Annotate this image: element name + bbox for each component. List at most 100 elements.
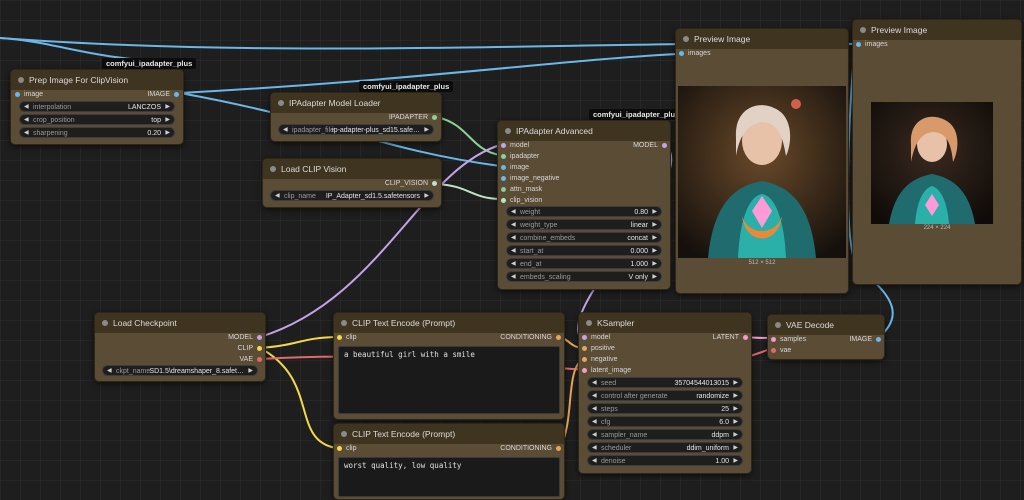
- arrow-left-icon[interactable]: ◀: [511, 222, 516, 228]
- widget-end-at[interactable]: ◀ end_at 1.000 ▶: [506, 258, 662, 269]
- widget-control-after-generate[interactable]: ◀ control after generate randomize ▶: [587, 390, 743, 401]
- preview-image[interactable]: [678, 86, 846, 258]
- widget-start-at[interactable]: ◀ start_at 0.000 ▶: [506, 245, 662, 256]
- widget-ckpt-name[interactable]: ◀ ckpt_name SD1.5\dreamshaper_8.safet… ▶: [102, 365, 258, 376]
- input-vae[interactable]: vae: [771, 345, 791, 356]
- arrow-right-icon[interactable]: ▶: [165, 117, 170, 123]
- arrow-left-icon[interactable]: ◀: [592, 445, 597, 451]
- input-positive[interactable]: positive: [582, 343, 615, 354]
- input-image-negative[interactable]: image_negative: [501, 173, 559, 184]
- arrow-right-icon[interactable]: ▶: [733, 419, 738, 425]
- arrow-right-icon[interactable]: ▶: [652, 261, 657, 267]
- arrow-left-icon[interactable]: ◀: [24, 104, 29, 110]
- node-title[interactable]: Preview Image: [676, 29, 848, 49]
- node-title[interactable]: IPAdapter Model Loader: [271, 93, 441, 113]
- output-model[interactable]: MODEL: [633, 140, 667, 151]
- widget-ipadapter-file[interactable]: ◀ ipadapter_file ip-adapter-plus_sd15.sa…: [278, 124, 434, 135]
- input-image[interactable]: image: [501, 162, 529, 173]
- output-latent[interactable]: LATENT: [713, 332, 749, 343]
- output-image[interactable]: IMAGE: [849, 334, 881, 345]
- arrow-right-icon[interactable]: ▶: [733, 380, 738, 386]
- widget-cfg[interactable]: ◀ cfg 6.0 ▶: [587, 416, 743, 427]
- input-images[interactable]: images: [856, 39, 888, 50]
- arrow-right-icon[interactable]: ▶: [652, 248, 657, 254]
- node-title[interactable]: Load CLIP Vision: [263, 159, 441, 179]
- input-model[interactable]: model: [582, 332, 610, 343]
- widget-combine-embeds[interactable]: ◀ combine_embeds concat ▶: [506, 232, 662, 243]
- widget-scheduler[interactable]: ◀ scheduler ddim_uniform ▶: [587, 442, 743, 453]
- node-ksampler[interactable]: KSampler model LATENT positive negative …: [578, 312, 752, 474]
- arrow-left-icon[interactable]: ◀: [511, 209, 516, 215]
- node-title[interactable]: IPAdapter Advanced: [498, 121, 670, 141]
- input-clip[interactable]: clip: [337, 443, 357, 454]
- input-attn-mask[interactable]: attn_mask: [501, 184, 542, 195]
- node-preview-image-1[interactable]: Preview Image images 512 × 512: [675, 28, 849, 294]
- arrow-left-icon[interactable]: ◀: [592, 458, 597, 464]
- input-negative[interactable]: negative: [582, 354, 617, 365]
- arrow-right-icon[interactable]: ▶: [733, 406, 738, 412]
- input-samples[interactable]: samples: [771, 334, 806, 345]
- arrow-right-icon[interactable]: ▶: [652, 274, 657, 280]
- widget-steps[interactable]: ◀ steps 25 ▶: [587, 403, 743, 414]
- node-title[interactable]: Preview Image: [853, 20, 1021, 40]
- input-clip-vision[interactable]: clip_vision: [501, 195, 542, 206]
- widget-seed[interactable]: ◀ seed 35704544013015 ▶: [587, 377, 743, 388]
- arrow-left-icon[interactable]: ◀: [283, 127, 288, 133]
- widget-interpolation[interactable]: ◀ interpolation LANCZOS ▶: [19, 101, 175, 112]
- arrow-left-icon[interactable]: ◀: [592, 380, 597, 386]
- widget-denoise[interactable]: ◀ denoise 1.00 ▶: [587, 455, 743, 466]
- output-conditioning[interactable]: CONDITIONING: [500, 332, 561, 343]
- input-images[interactable]: images: [679, 48, 711, 59]
- arrow-right-icon[interactable]: ▶: [424, 193, 429, 199]
- node-title[interactable]: CLIP Text Encode (Prompt): [334, 424, 564, 444]
- node-prep-image[interactable]: Prep Image For ClipVision image IMAGE ◀ …: [10, 69, 184, 145]
- prompt-textarea[interactable]: worst quality, low quality: [338, 457, 560, 497]
- arrow-right-icon[interactable]: ▶: [652, 235, 657, 241]
- input-image[interactable]: image: [15, 89, 43, 100]
- prompt-textarea[interactable]: a beautiful girl with a smile: [338, 346, 560, 414]
- arrow-left-icon[interactable]: ◀: [511, 235, 516, 241]
- node-load-checkpoint[interactable]: Load Checkpoint MODEL CLIP VAE ◀ ckpt_na…: [94, 312, 266, 382]
- arrow-left-icon[interactable]: ◀: [511, 274, 516, 280]
- arrow-right-icon[interactable]: ▶: [652, 209, 657, 215]
- arrow-right-icon[interactable]: ▶: [733, 393, 738, 399]
- output-conditioning[interactable]: CONDITIONING: [500, 443, 561, 454]
- widget-crop-position[interactable]: ◀ crop_position top ▶: [19, 114, 175, 125]
- arrow-right-icon[interactable]: ▶: [733, 458, 738, 464]
- widget-clip-name[interactable]: ◀ clip_name IP_Adapter_sd1.5.safetensors…: [270, 190, 434, 201]
- widget-weight-type[interactable]: ◀ weight_type linear ▶: [506, 219, 662, 230]
- input-model[interactable]: model: [501, 140, 529, 151]
- arrow-right-icon[interactable]: ▶: [165, 130, 170, 136]
- node-clip-text-encode-positive[interactable]: CLIP Text Encode (Prompt) clip CONDITION…: [333, 312, 565, 420]
- arrow-left-icon[interactable]: ◀: [24, 130, 29, 136]
- output-vae[interactable]: VAE: [240, 354, 263, 365]
- output-clip-vision[interactable]: CLIP_VISION: [385, 178, 438, 189]
- preview-image[interactable]: [871, 102, 993, 224]
- input-latent-image[interactable]: latent_image: [582, 365, 631, 376]
- arrow-left-icon[interactable]: ◀: [511, 261, 516, 267]
- arrow-left-icon[interactable]: ◀: [511, 248, 516, 254]
- arrow-right-icon[interactable]: ▶: [733, 445, 738, 451]
- arrow-left-icon[interactable]: ◀: [107, 368, 112, 374]
- arrow-right-icon[interactable]: ▶: [248, 368, 253, 374]
- output-image[interactable]: IMAGE: [147, 89, 179, 100]
- arrow-left-icon[interactable]: ◀: [592, 419, 597, 425]
- node-title[interactable]: Load Checkpoint: [95, 313, 265, 333]
- widget-weight[interactable]: ◀ weight 0.80 ▶: [506, 206, 662, 217]
- arrow-right-icon[interactable]: ▶: [424, 127, 429, 133]
- widget-sharpening[interactable]: ◀ sharpening 0.20 ▶: [19, 127, 175, 138]
- arrow-right-icon[interactable]: ▶: [652, 222, 657, 228]
- node-ipadapter-advanced[interactable]: IPAdapter Advanced model MODEL ipadapter…: [497, 120, 671, 290]
- arrow-right-icon[interactable]: ▶: [733, 432, 738, 438]
- output-clip[interactable]: CLIP: [237, 343, 262, 354]
- arrow-left-icon[interactable]: ◀: [275, 193, 280, 199]
- arrow-left-icon[interactable]: ◀: [592, 406, 597, 412]
- node-load-clip-vision[interactable]: Load CLIP Vision CLIP_VISION ◀ clip_name…: [262, 158, 442, 208]
- arrow-left-icon[interactable]: ◀: [592, 393, 597, 399]
- output-ipadapter[interactable]: IPADAPTER: [389, 112, 438, 123]
- arrow-left-icon[interactable]: ◀: [592, 432, 597, 438]
- node-clip-text-encode-negative[interactable]: CLIP Text Encode (Prompt) clip CONDITION…: [333, 423, 565, 500]
- widget-sampler-name[interactable]: ◀ sampler_name ddpm ▶: [587, 429, 743, 440]
- node-title[interactable]: KSampler: [579, 313, 751, 333]
- node-title[interactable]: Prep Image For ClipVision: [11, 70, 183, 90]
